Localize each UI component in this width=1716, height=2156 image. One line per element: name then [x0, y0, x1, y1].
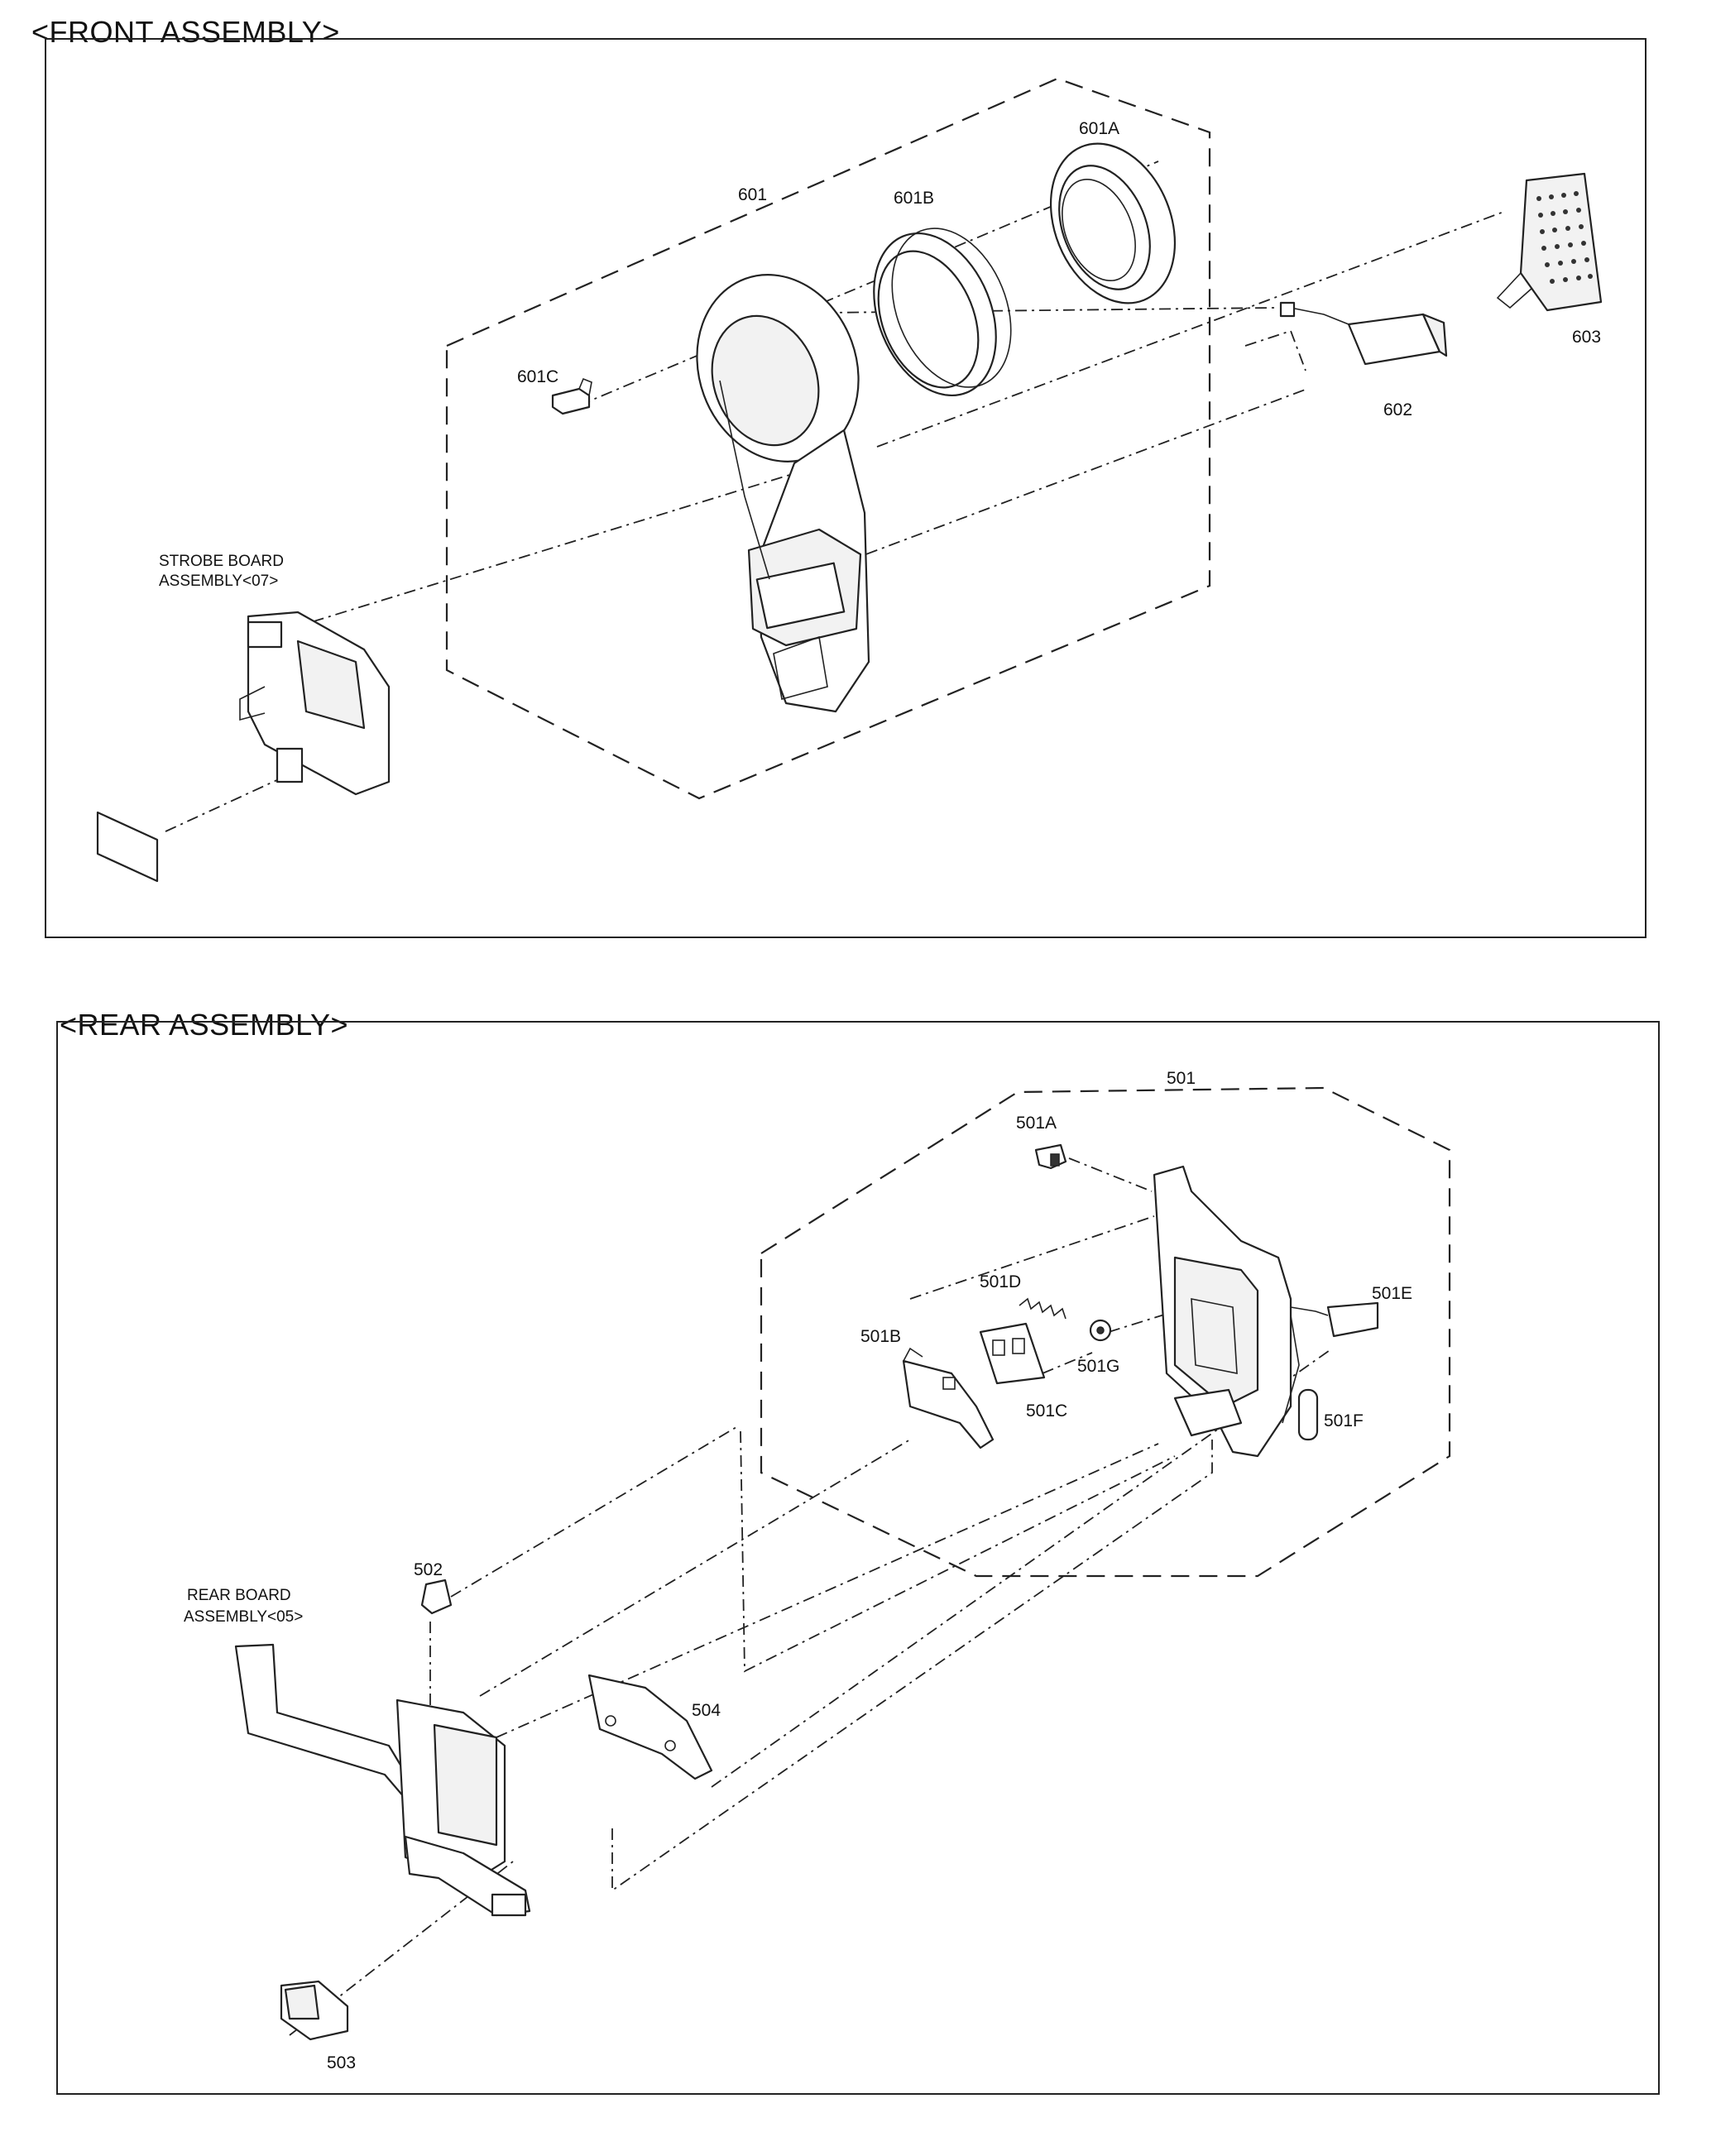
part-504-board [587, 1674, 713, 1780]
alignment-line [450, 1426, 737, 1598]
front-assembly-drawing: 601 601A 601B 601C 602 603 STROBE BOARD … [96, 77, 1603, 883]
alignment-line [611, 1440, 1213, 1892]
label-rear-line2: ASSEMBLY<05> [184, 1608, 303, 1626]
label-501e: 501E [1372, 1284, 1412, 1303]
part-501c-slider [979, 1322, 1046, 1385]
label-602: 602 [1383, 400, 1412, 419]
label-501b: 501B [860, 1327, 901, 1346]
part-501g-clip [1089, 1319, 1112, 1342]
part-601b-ring [873, 228, 1012, 397]
label-501f: 501F [1324, 1411, 1364, 1430]
label-603: 603 [1572, 328, 1601, 347]
part-501-rear-frame [1153, 1165, 1300, 1458]
label-504: 504 [692, 1701, 721, 1720]
part-502-bracket [420, 1579, 453, 1615]
alignment-line [578, 161, 1159, 406]
label-rear-line1: REAR BOARD [187, 1587, 291, 1604]
part-601a-lens-bezel [1049, 142, 1177, 304]
alignment-line [909, 1215, 1155, 1300]
label-501g: 501G [1077, 1357, 1119, 1376]
label-501: 501 [1167, 1069, 1196, 1088]
part-602-flash-tube [1279, 301, 1448, 366]
alignment-line [479, 1439, 911, 1697]
label-501d: 501D [980, 1272, 1021, 1291]
rear-assembly-heading: <REAR ASSEMBLY> [60, 1008, 348, 1042]
part-501d-spring [1019, 1297, 1067, 1320]
front-assembly-heading: <FRONT ASSEMBLY> [31, 15, 340, 49]
front-assembly-panel [45, 38, 1646, 938]
rear-board-assembly [234, 1643, 531, 1917]
alignment-line [876, 210, 1507, 448]
strobe-board-assembly [239, 611, 391, 796]
part-601-front-housing [696, 274, 870, 713]
label-601: 601 [738, 185, 767, 204]
label-strobe-line1: STROBE BOARD [159, 553, 284, 570]
part-501e-plate [1290, 1301, 1379, 1338]
label-601a: 601A [1079, 119, 1119, 138]
alignment-line [1244, 329, 1306, 371]
part-501f-strap [1297, 1388, 1319, 1441]
group-501-outline [760, 1086, 1451, 1578]
alignment-line [1068, 1157, 1153, 1192]
label-501c: 501C [1026, 1401, 1067, 1421]
group-601-outline [445, 77, 1211, 800]
alignment-line [843, 388, 1308, 563]
alignment-line [289, 462, 828, 630]
part-501a-button [1034, 1143, 1067, 1170]
alignment-line [740, 1430, 1176, 1673]
part-601c-bracket [551, 377, 592, 415]
rear-assembly-panel [56, 1021, 1660, 2095]
label-601b: 601B [894, 189, 934, 208]
label-strobe-line2: ASSEMBLY<07> [159, 573, 278, 590]
part-603-grille [1496, 172, 1603, 312]
label-501a: 501A [1016, 1114, 1057, 1133]
label-601c: 601C [517, 367, 558, 386]
part-501b-bracket [902, 1347, 995, 1449]
label-502: 502 [414, 1560, 443, 1579]
alignment-line [1042, 1352, 1093, 1374]
alignment-line [165, 773, 292, 832]
part-503-switch [280, 1980, 349, 2041]
label-503: 503 [327, 2053, 356, 2072]
rear-assembly-drawing: 501 501A 501B 501C 501D 501E 501F 501G 5… [184, 1069, 1451, 2072]
insulator-sheet [96, 811, 159, 883]
